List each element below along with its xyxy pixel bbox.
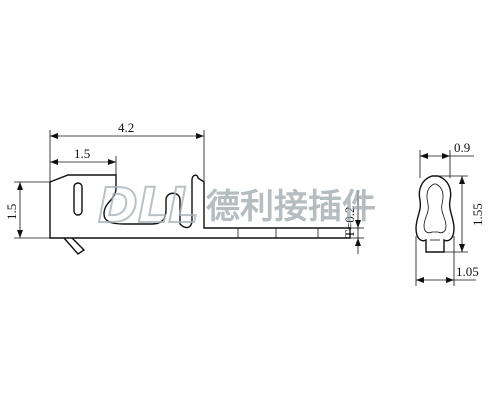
bottom-tab bbox=[63, 237, 86, 255]
watermark-text: 德利接插件 bbox=[206, 187, 376, 227]
dim-top-width-label: 0.9 bbox=[454, 140, 470, 155]
side-view bbox=[49, 174, 351, 255]
terminal-end-inner bbox=[423, 183, 447, 234]
dim-crimp-length: 1.5 bbox=[50, 146, 117, 175]
dim-height: 1.5 bbox=[4, 181, 50, 239]
dim-top-width: 0.9 bbox=[419, 140, 474, 178]
dim-crimp-length-label: 1.5 bbox=[74, 146, 90, 161]
dim-total-length: 4.2 bbox=[49, 120, 205, 182]
dim-bottom-width-label: 1.05 bbox=[456, 264, 479, 279]
dim-bottom-width: 1.05 bbox=[415, 236, 479, 286]
watermark: DLL 德利接插件 bbox=[97, 177, 376, 235]
dim-thickness: T=0.2 bbox=[342, 190, 364, 254]
dim-thickness-label: T=0.2 bbox=[342, 206, 357, 238]
dim-total-length-label: 4.2 bbox=[118, 120, 134, 135]
watermark-logo: DLL bbox=[98, 178, 199, 234]
crimp-slot bbox=[73, 182, 83, 216]
dim-end-height-label: 1.55 bbox=[470, 203, 485, 226]
terminal-side-outline bbox=[49, 174, 351, 239]
dim-end-height: 1.55 bbox=[438, 175, 485, 253]
dim-height-label: 1.5 bbox=[4, 204, 19, 220]
end-view bbox=[415, 175, 455, 253]
terminal-end-outline bbox=[415, 175, 455, 253]
